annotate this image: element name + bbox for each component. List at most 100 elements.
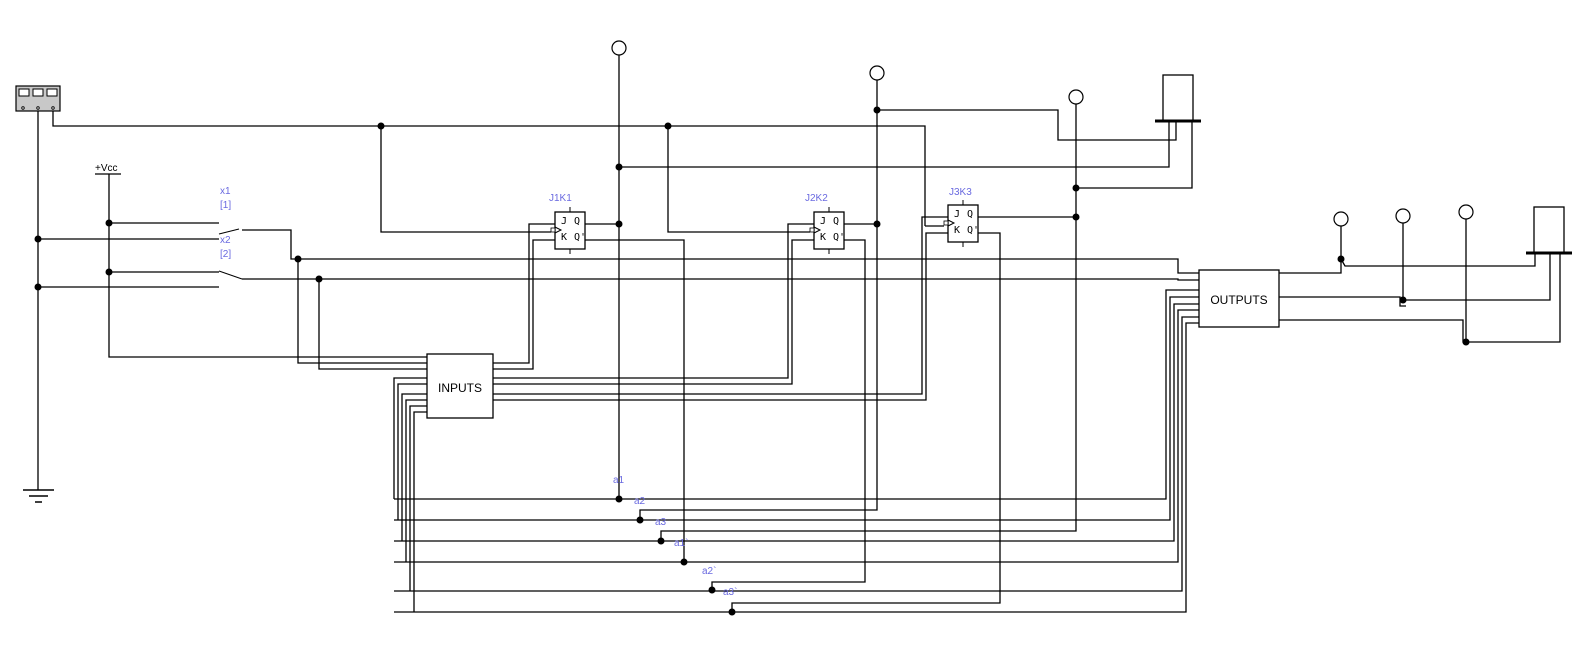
bus-label-a2: a2 — [634, 496, 646, 507]
feedback-in — [393, 377, 427, 499]
junction-node — [294, 255, 302, 263]
svg-text:Q': Q' — [967, 225, 979, 236]
svg-text:K: K — [561, 232, 567, 243]
flip-flop-j1k1[interactable]: J1K1 J Q K Q' — [549, 193, 586, 254]
clock-ff1 — [380, 126, 551, 233]
feedback-in — [401, 393, 427, 541]
switch-x2[interactable]: x2 [2] — [218, 235, 243, 280]
vcc-source[interactable]: +Vcc — [95, 163, 121, 175]
clock-icon — [813, 226, 822, 234]
sine-wave-icon — [18, 88, 30, 97]
svg-text:K: K — [820, 232, 826, 243]
junction-node — [873, 106, 881, 114]
clock-ff2 — [667, 126, 810, 233]
junction-node — [1337, 255, 1345, 263]
junction-node — [664, 122, 672, 130]
wire — [1403, 253, 1551, 301]
bus-line — [394, 322, 1199, 613]
probe-lamp[interactable] — [611, 40, 627, 56]
junction-node — [34, 283, 42, 291]
junction-node — [873, 220, 881, 228]
wire — [1279, 259, 1342, 274]
bus-line — [394, 303, 1199, 542]
svg-text:J2K2: J2K2 — [805, 193, 828, 204]
probes — [611, 40, 1474, 227]
junction-node — [657, 537, 665, 545]
bus-line — [394, 296, 1199, 521]
q3-line — [660, 101, 1077, 541]
svg-text:x1: x1 — [220, 186, 231, 197]
qn2-line — [711, 239, 866, 590]
junction-node — [315, 275, 323, 283]
clock-icon — [947, 219, 956, 227]
svg-text:J3K3: J3K3 — [949, 187, 972, 198]
junction-node — [615, 220, 623, 228]
wire — [1279, 296, 1406, 307]
wire — [493, 223, 555, 364]
svg-text:J: J — [820, 216, 826, 227]
x1-line — [242, 229, 1199, 274]
svg-text:Q': Q' — [833, 232, 845, 243]
flip-flop-j3k3[interactable]: J3K3 J Q K Q' — [943, 187, 979, 247]
probe-lamp[interactable] — [1333, 211, 1349, 227]
wire — [493, 239, 814, 385]
svg-text:[1]: [1] — [220, 200, 231, 211]
junction-node — [1399, 296, 1407, 304]
qn3-line — [731, 232, 1001, 612]
triangle-wave-icon — [32, 88, 44, 97]
junction-node — [105, 219, 113, 227]
svg-text:[2]: [2] — [220, 249, 231, 260]
svg-text:J: J — [954, 209, 960, 220]
svg-text:Q: Q — [574, 216, 580, 227]
ground-symbol — [23, 489, 54, 503]
feedback-in — [397, 383, 427, 520]
probe-lamp[interactable] — [1068, 89, 1084, 105]
outputs-block[interactable]: OUTPUTS — [1198, 269, 1280, 328]
junction-node — [377, 122, 385, 130]
switch-x1[interactable]: x1 [1] — [218, 186, 240, 235]
wire — [493, 232, 948, 401]
wires — [37, 52, 1561, 613]
wire — [297, 259, 427, 364]
svg-text:Q: Q — [833, 216, 839, 227]
bus-labels: a1 a2 a3 a1` a2` a3` — [613, 475, 737, 598]
junction-node — [636, 516, 644, 524]
junction-nodes — [34, 106, 1470, 616]
bus-label-a2-prime: a2` — [702, 565, 716, 577]
svg-text:INPUTS: INPUTS — [438, 381, 482, 395]
seven-segment-display-1 — [1155, 74, 1201, 123]
junction-node — [1462, 338, 1470, 346]
probe-lamp[interactable] — [1395, 208, 1411, 224]
function-generator[interactable] — [15, 85, 61, 112]
junction-node — [1072, 213, 1080, 221]
svg-text:Q: Q — [967, 209, 973, 220]
x2-line — [242, 278, 1199, 281]
probe-lamp[interactable] — [869, 65, 885, 81]
svg-text:K: K — [954, 225, 960, 236]
wire — [1340, 253, 1536, 267]
junction-node — [728, 608, 736, 616]
qn1-line — [585, 239, 685, 562]
junction-node — [105, 268, 113, 276]
wire — [493, 239, 555, 370]
junction-node — [708, 586, 716, 594]
square-wave-icon — [46, 88, 58, 97]
wire — [318, 279, 427, 370]
inputs-block[interactable]: INPUTS — [426, 353, 494, 419]
bus-label-a1: a1 — [613, 475, 625, 486]
vcc-rail — [108, 174, 427, 358]
junction-node — [615, 163, 623, 171]
wire — [1076, 121, 1193, 189]
feedback-in — [409, 405, 427, 591]
junction-node — [680, 558, 688, 566]
clock-line — [52, 111, 926, 226]
feedback-in — [405, 399, 427, 562]
probe-lamp[interactable] — [1458, 204, 1474, 220]
clock-icon — [554, 226, 563, 234]
seven-segment-display-2 — [1526, 206, 1572, 255]
flip-flop-j2k2[interactable]: J2K2 J Q K Q' — [805, 193, 845, 254]
wire — [493, 216, 948, 395]
bus-label-a3: a3 — [655, 517, 667, 528]
junction-node — [34, 235, 42, 243]
